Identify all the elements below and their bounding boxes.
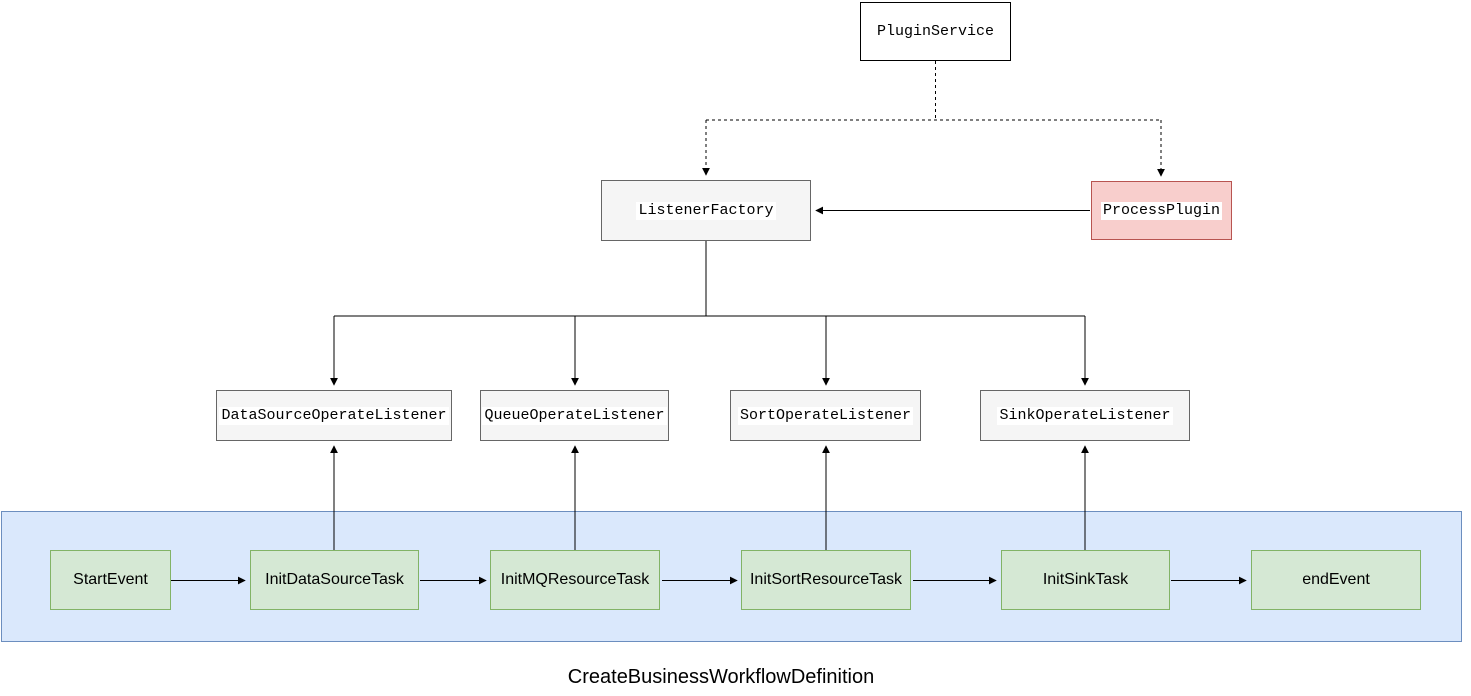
node-init-datasource-task-label: InitDataSourceTask (265, 571, 404, 588)
workflow-lane (1, 511, 1462, 642)
node-end-event-label: endEvent (1302, 571, 1370, 588)
node-start-event: StartEvent (50, 550, 171, 610)
node-datasource-operate-listener: DataSourceOperateListener (216, 390, 452, 441)
diagram-caption: CreateBusinessWorkflowDefinition (567, 666, 875, 688)
node-plugin-service-label: PluginService (874, 22, 997, 41)
node-start-event-label: StartEvent (73, 571, 148, 588)
node-init-sort-resource-task-label: InitSortResourceTask (749, 571, 903, 588)
node-init-datasource-task: InitDataSourceTask (250, 550, 419, 610)
node-sink-operate-listener-label: SinkOperateListener (997, 406, 1173, 425)
node-init-sort-resource-task: InitSortResourceTask (741, 550, 911, 610)
node-plugin-service: PluginService (860, 2, 1011, 61)
node-process-plugin-label: ProcessPlugin (1100, 201, 1223, 220)
node-process-plugin: ProcessPlugin (1091, 181, 1232, 240)
node-sort-operate-listener: SortOperateListener (730, 390, 921, 441)
node-init-sink-task: InitSinkTask (1001, 550, 1170, 610)
node-sink-operate-listener: SinkOperateListener (980, 390, 1190, 441)
node-sort-operate-listener-label: SortOperateListener (737, 406, 914, 425)
node-init-mq-resource-task: InitMQResourceTask (490, 550, 660, 610)
node-listener-factory-label: ListenerFactory (636, 201, 776, 220)
node-queue-operate-listener-label: QueueOperateListener (482, 406, 667, 425)
node-init-sink-task-label: InitSinkTask (1042, 571, 1129, 588)
node-listener-factory: ListenerFactory (601, 180, 811, 241)
node-end-event: endEvent (1251, 550, 1421, 610)
node-queue-operate-listener: QueueOperateListener (480, 390, 669, 441)
node-datasource-operate-listener-label: DataSourceOperateListener (219, 406, 449, 425)
node-init-mq-resource-task-label: InitMQResourceTask (500, 571, 650, 588)
